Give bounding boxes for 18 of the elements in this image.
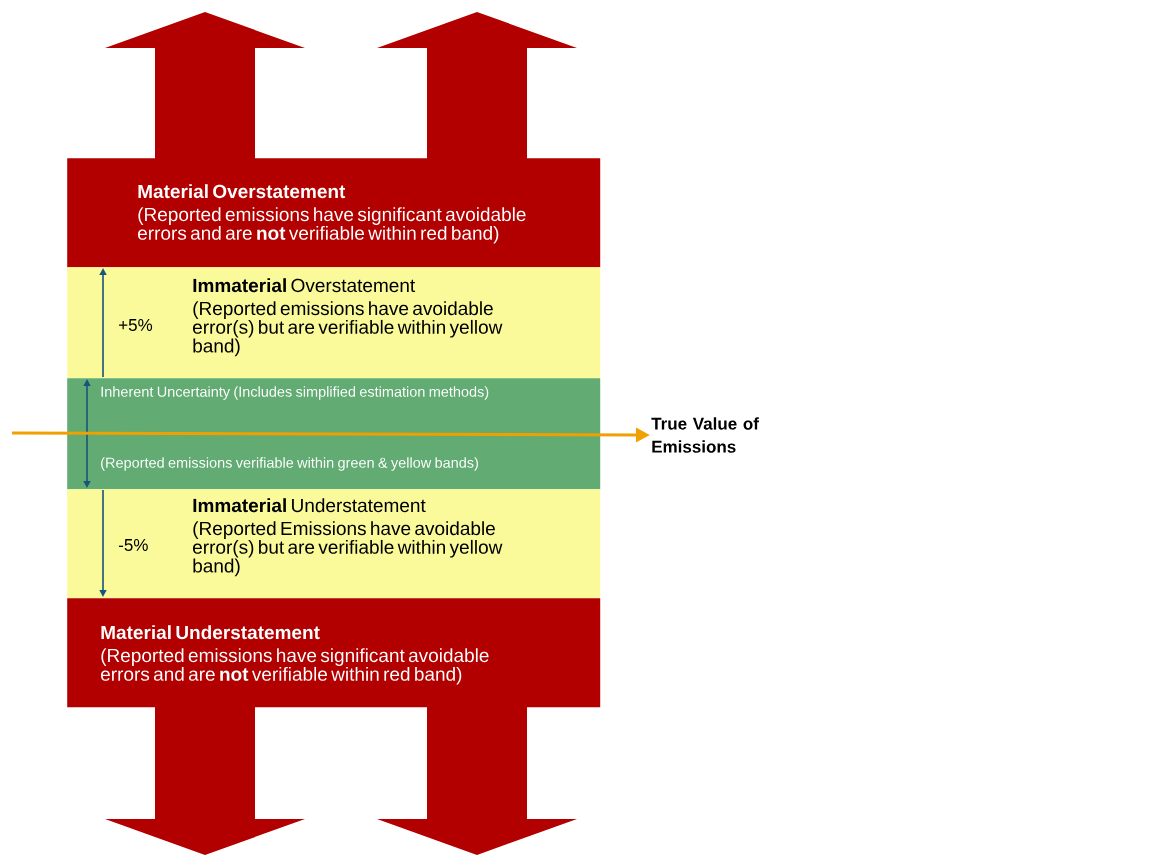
material-band <box>67 158 601 268</box>
percent-label: -5% <box>118 539 148 551</box>
material-band <box>67 598 601 708</box>
band-description: (Reported emissions have significant avoidable errors and are not verifiable within red band) <box>138 207 526 244</box>
band-heading: Material Overstatement <box>138 184 346 199</box>
band-heading: Material Understatement <box>101 625 320 640</box>
band-heading: Immaterial Understatement <box>193 498 426 513</box>
immaterial-band <box>67 489 601 599</box>
band-description: (Reported emissions have significant avoidable errors and are not verifiable within red band) <box>101 648 489 685</box>
band-heading: Inherent Uncertainty (Includes simplified estimation methods) <box>101 386 489 400</box>
immaterial-band <box>67 267 601 379</box>
axis-label: True Value of Emissions <box>651 417 759 453</box>
uncertainty-band <box>67 378 601 490</box>
band-description: (Reported emissions verifiable within green & yellow bands) <box>101 457 478 471</box>
band-description: (Reported Emissions have avoidable error(s) but are verifiable within yellow band) <box>193 521 503 577</box>
band-description: (Reported emissions have avoidable error(s) but are verifiable within yellow band) <box>193 301 503 357</box>
percent-label: +5% <box>119 319 153 331</box>
band-heading: Immaterial Overstatement <box>193 278 416 293</box>
